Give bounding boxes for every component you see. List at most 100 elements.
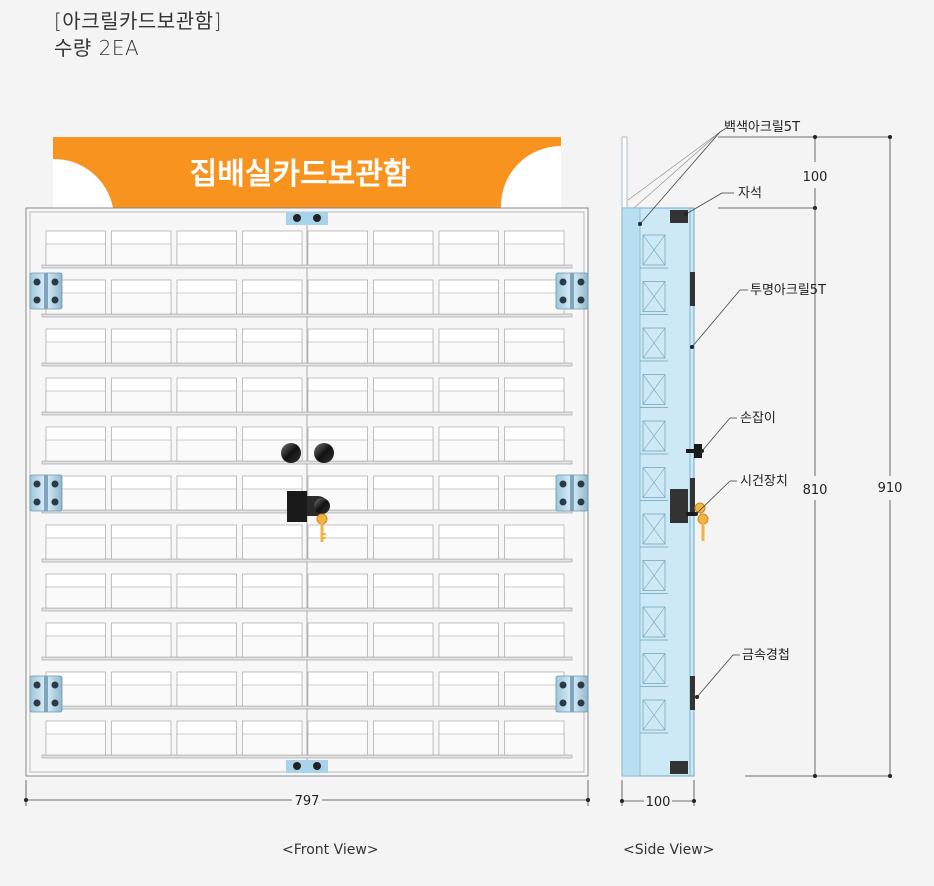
callout-white-acrylic: 백색아크릴5T	[627, 120, 800, 226]
card-pocket	[176, 377, 237, 413]
cabinet-lock[interactable]	[287, 491, 330, 542]
card-pocket	[504, 524, 565, 560]
card-pocket	[373, 328, 434, 364]
card-pocket	[438, 230, 499, 266]
title-quantity: 수량 2EA	[54, 36, 140, 60]
hinge-right	[555, 272, 589, 310]
sign-text: 집배실카드보관함	[190, 157, 411, 192]
card-pocket	[111, 622, 172, 658]
card-pocket	[45, 230, 106, 266]
card-pocket	[373, 524, 434, 560]
width-dim-label: 797	[295, 794, 320, 809]
metal-hinges	[29, 272, 589, 713]
side-pocket	[640, 281, 668, 315]
card-pocket	[307, 671, 368, 707]
card-pocket	[504, 230, 565, 266]
card-pocket	[438, 671, 499, 707]
side-pocket	[640, 467, 668, 501]
card-pocket	[111, 230, 172, 266]
card-pocket	[176, 720, 237, 756]
card-pocket	[504, 671, 565, 707]
card-pocket	[242, 279, 303, 315]
card-pocket	[504, 328, 565, 364]
card-pocket	[242, 671, 303, 707]
depth-dimension: 100	[620, 780, 696, 810]
card-pocket	[438, 426, 499, 462]
card-pocket	[111, 377, 172, 413]
card-pocket	[373, 230, 434, 266]
bottom-magnet	[286, 760, 328, 773]
card-pocket	[45, 377, 106, 413]
handle-knob-left[interactable]	[281, 443, 301, 463]
side-pocket	[640, 327, 668, 362]
side-view: 100 100 810 910	[620, 120, 902, 810]
card-pocket	[307, 720, 368, 756]
handle-knob-right[interactable]	[314, 443, 334, 463]
card-pocket	[176, 279, 237, 315]
card-pocket	[242, 573, 303, 609]
side-handle	[686, 444, 702, 458]
card-pocket	[438, 622, 499, 658]
side-pocket-profile	[640, 234, 668, 734]
callout-handle: 손잡이	[700, 411, 776, 453]
card-pocket	[176, 524, 237, 560]
hinge-right	[555, 474, 589, 512]
card-pocket	[111, 671, 172, 707]
card-pocket	[176, 671, 237, 707]
side-pocket	[640, 606, 668, 641]
card-pocket	[373, 426, 434, 462]
card-pocket	[504, 475, 565, 511]
height-body-dim-label: 810	[803, 483, 828, 498]
side-pocket	[640, 374, 668, 408]
card-pocket	[307, 377, 368, 413]
card-pocket	[242, 377, 303, 413]
card-pocket	[242, 622, 303, 658]
card-pocket	[45, 720, 106, 756]
card-pocket	[111, 720, 172, 756]
card-pocket	[242, 720, 303, 756]
card-pocket	[307, 622, 368, 658]
card-pocket	[373, 279, 434, 315]
shelf-rail	[41, 362, 573, 367]
card-pocket	[45, 426, 106, 462]
card-pocket	[307, 279, 368, 315]
hinge-left	[29, 474, 63, 512]
hinge-left	[29, 272, 63, 310]
card-pocket	[176, 475, 237, 511]
height-total-dim-label: 910	[878, 481, 903, 496]
card-pocket	[111, 279, 172, 315]
card-pocket	[45, 328, 106, 364]
callout-hinge: 금속경첩	[695, 648, 790, 699]
top-magnet	[286, 212, 328, 225]
shelf-rail	[41, 607, 573, 612]
card-pocket	[176, 426, 237, 462]
callout-label-clear-acrylic: 투명아크릴5T	[750, 283, 826, 298]
callout-label-handle: 손잡이	[740, 411, 776, 426]
callout-lock: 시건장치	[694, 474, 788, 516]
width-dimension: 797	[24, 780, 590, 809]
card-pocket	[438, 279, 499, 315]
white-acrylic-panel	[621, 136, 628, 210]
card-pocket	[111, 475, 172, 511]
callout-label-lock: 시건장치	[740, 474, 788, 489]
callout-clear-acrylic: 투명아크릴5T	[690, 283, 826, 349]
shelf-rail	[41, 656, 573, 661]
door-handles	[281, 443, 334, 463]
side-pocket	[640, 513, 668, 548]
callout-magnet: 자석	[684, 186, 762, 216]
card-pocket	[373, 475, 434, 511]
hinge-right	[555, 675, 589, 713]
side-pocket	[640, 699, 668, 734]
card-pocket	[373, 671, 434, 707]
card-pocket	[111, 426, 172, 462]
card-pocket	[242, 328, 303, 364]
shelf-rail	[41, 558, 573, 563]
card-pocket	[373, 377, 434, 413]
card-pocket	[373, 720, 434, 756]
shelf-rail	[41, 313, 573, 318]
title-product-name: [아크릴카드보관함]	[54, 9, 222, 33]
side-pocket	[640, 653, 668, 687]
card-pocket	[504, 573, 565, 609]
card-pocket	[176, 573, 237, 609]
card-pocket	[504, 622, 565, 658]
